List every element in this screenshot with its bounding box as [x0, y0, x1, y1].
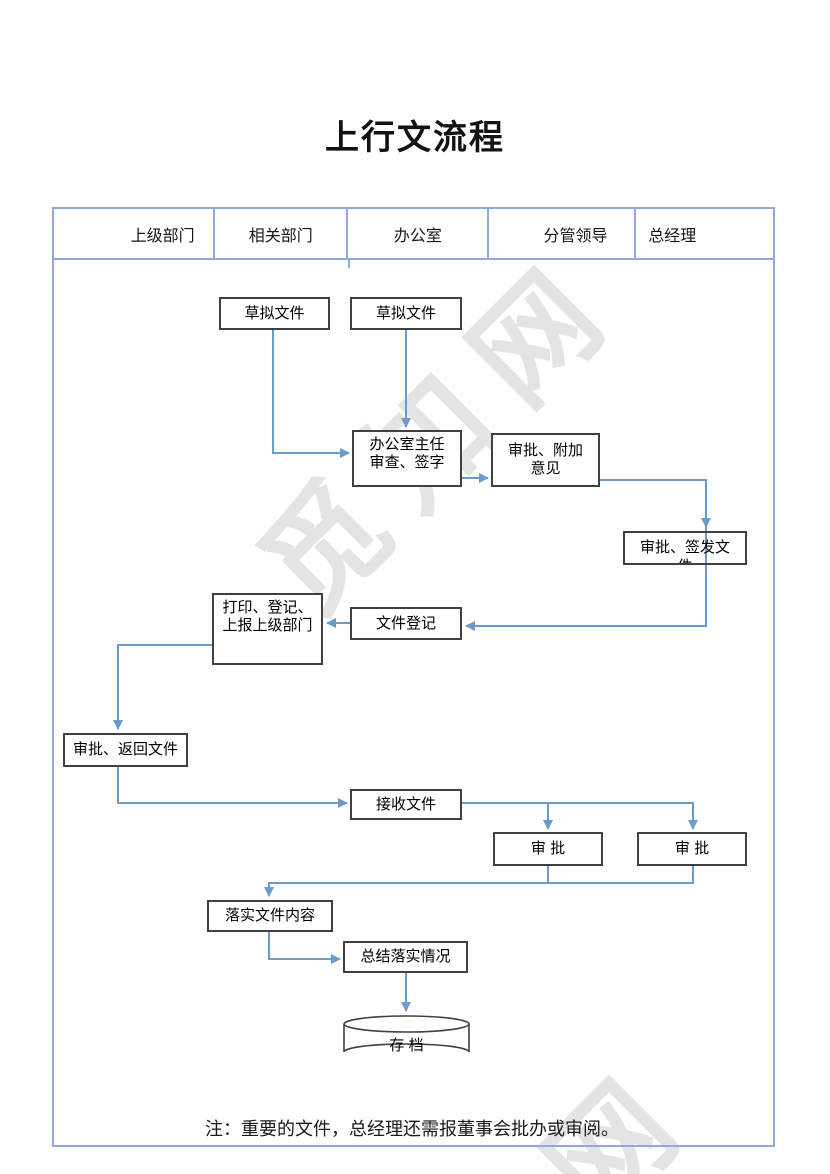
arrow-annotate-to-issue: [600, 479, 711, 528]
footnote: 注：重要的文件，总经理还需报董事会批办或审阅。: [205, 1119, 619, 1139]
cylinder-shape: [343, 1015, 470, 1053]
node-print-register-report: 打印、登记、 上报上级部门: [212, 593, 323, 665]
header-divider-tick: [348, 260, 350, 268]
node-implement-content: 落实文件内容: [207, 900, 333, 932]
arrow-issue-to-register: [465, 527, 707, 631]
arrow-draft1-to-director: [272, 330, 350, 458]
lane-header-general-manager: 总经理: [648, 227, 697, 245]
node-archive-cylinder: 存 档: [342, 1014, 471, 1062]
arrow-receive-to-approve-a: [462, 802, 553, 830]
node-draft-file-2: 草拟文件: [350, 297, 462, 330]
node-office-director-review: 办公室主任 审查、签字: [352, 430, 462, 487]
node-draft-file-1: 草拟文件: [219, 297, 330, 330]
arrow-return-to-receive: [117, 767, 348, 808]
node-approve-return-file: 审批、返回文件: [63, 733, 188, 767]
arrow-print-to-return: [113, 644, 212, 730]
node-approve-append-opinion: 审批、附加 意见: [491, 433, 600, 487]
lane-header-office: 办公室: [348, 209, 490, 258]
node-approve-left: 审 批: [493, 832, 603, 866]
lane-header-branch-leader: 分管领导: [489, 209, 636, 258]
node-approve-issue-file: 审批、签发文 件: [623, 531, 747, 565]
arrow-receive-to-approve-b: [548, 802, 698, 830]
lane-header-related-dept: 相关部门: [215, 209, 349, 258]
node-approve-right: 审 批: [637, 832, 747, 866]
arrow-implement-to-summarize: [268, 932, 341, 964]
arrow-approves-to-implement: [269, 866, 694, 896]
node-receive-file: 接收文件: [350, 789, 462, 820]
page-title: 上行文流程: [325, 119, 505, 157]
lane-header-superior-dept: 上级部门: [54, 209, 216, 258]
node-file-register: 文件登记: [350, 607, 462, 640]
node-archive-label: 存 档: [389, 1037, 424, 1054]
swimlane-header-row: 上级部门 相关部门 办公室 分管领导 总经理: [52, 207, 775, 260]
node-summarize-status: 总结落实情况: [343, 941, 468, 973]
